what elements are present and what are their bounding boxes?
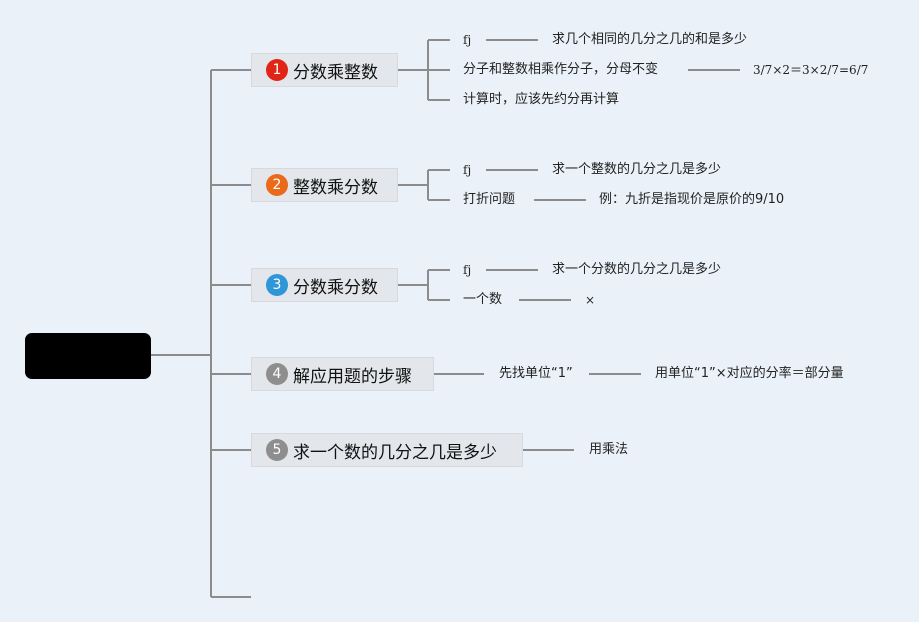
topic-2-child-2-detail: 例：九折是指现价是原价的9/10 xyxy=(599,192,785,207)
topic-2-label: 整数乘分数 xyxy=(293,177,378,198)
topic-1-number-badge: 1 xyxy=(266,59,288,81)
topic-3-child-1-detail: 求一个分数的几分之几是多少 xyxy=(552,262,722,277)
topic-2-node[interactable]: 2 整数乘分数 xyxy=(251,168,398,202)
topic-3-label: 分数乘分数 xyxy=(293,277,378,298)
topic-1-child-2-label: 分子和整数相乘作分子，分母不变 xyxy=(463,62,659,77)
topic-3-node[interactable]: 3 分数乘分数 xyxy=(251,268,398,302)
topic-3-number-badge: 3 xyxy=(266,274,288,296)
topic-2-bracket xyxy=(398,169,450,201)
topic-1-label: 分数乘整数 xyxy=(293,62,378,83)
topic-1-child-1-detail: 求几个相同的几分之几的和是多少 xyxy=(552,32,748,47)
topic-4-number-badge: 4 xyxy=(266,363,288,385)
topic-4-child-1-label: 先找单位“1” xyxy=(499,366,573,381)
topic-2-number-badge: 2 xyxy=(266,174,288,196)
topic-4-child-1-detail: 用单位“1”×对应的分率＝部分量 xyxy=(655,366,844,381)
topic-2-child-1-detail: 求一个整数的几分之几是多少 xyxy=(552,162,722,177)
topic-2-child-1-label: fj xyxy=(463,163,472,177)
topic-1-child-3-label: 计算时，应该先约分再计算 xyxy=(463,92,620,107)
topic-4-node[interactable]: 4 解应用题的步骤 xyxy=(251,357,434,391)
topic-1-child-1-label: fj xyxy=(463,33,472,47)
root-node[interactable] xyxy=(25,333,151,379)
topic-3-bracket xyxy=(398,269,450,301)
topic-1-node[interactable]: 1 分数乘整数 xyxy=(251,53,398,87)
topic-4-label: 解应用题的步骤 xyxy=(293,366,412,387)
topic-2-child-2-label: 打折问题 xyxy=(463,192,516,207)
topic-3-child-2-label: 一个数 xyxy=(463,292,503,307)
topic-5-node[interactable]: 5 求一个数的几分之几是多少 xyxy=(251,433,523,467)
topic-3-child-2-detail: × xyxy=(585,293,596,307)
topic-5-child-1-label: 用乘法 xyxy=(589,442,629,457)
topic-1-child-2-detail: 3/7×2＝3×2/7=6/7 xyxy=(753,63,869,77)
topic-3-child-1-label: fj xyxy=(463,263,472,277)
topic-5-label: 求一个数的几分之几是多少 xyxy=(293,442,497,463)
topic-5-number-badge: 5 xyxy=(266,439,288,461)
topic-1-bracket xyxy=(398,39,450,101)
